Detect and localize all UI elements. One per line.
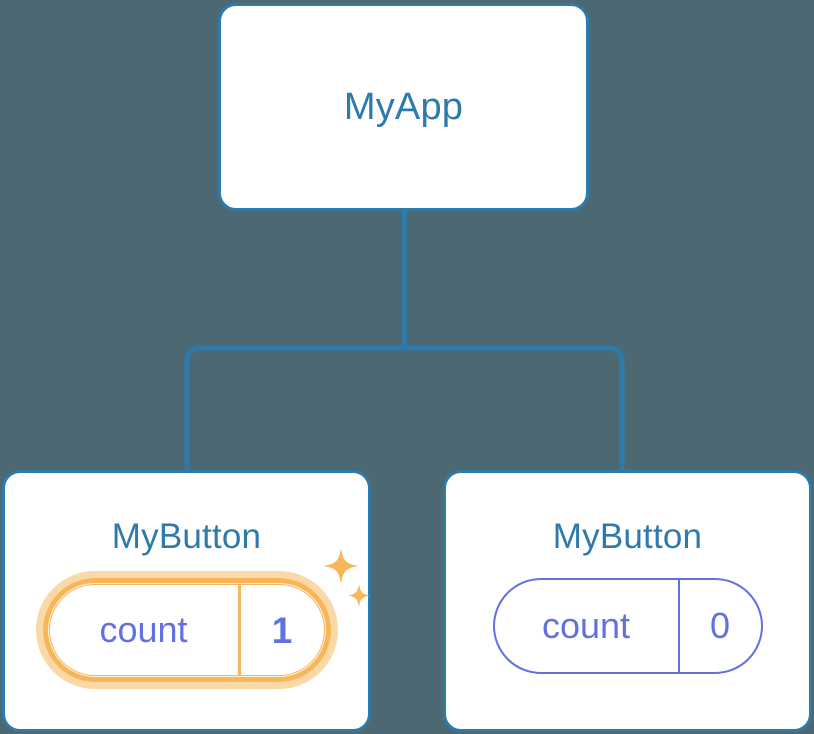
sparkle-large-icon xyxy=(322,548,359,584)
state-pill-2-wrap: count 0 xyxy=(492,578,763,674)
node-myapp[interactable]: MyApp xyxy=(218,3,589,211)
state-pill-2-key: count xyxy=(541,605,631,646)
state-pill-2[interactable]: count 0 xyxy=(492,578,763,674)
node-mybutton-2-title: MyButton xyxy=(552,517,703,556)
state-pill-1-divider xyxy=(237,585,241,675)
state-pill-2-value: 0 xyxy=(709,605,731,646)
node-mybutton-1[interactable]: MyButton count 1 xyxy=(2,470,371,732)
state-pill-1[interactable]: count 1 xyxy=(35,571,338,689)
state-pill-1-key: count xyxy=(99,609,188,650)
sparkle-small-icon xyxy=(347,584,370,607)
node-mybutton-1-title: MyButton xyxy=(111,517,262,556)
connector-child-bus xyxy=(184,345,625,470)
state-pill-1-value: 1 xyxy=(271,609,293,651)
state-pill-1-wrap: count 1 xyxy=(35,548,370,689)
node-mybutton-2[interactable]: MyButton count 0 xyxy=(443,470,812,732)
state-pill-2-divider xyxy=(677,580,680,672)
node-myapp-title: MyApp xyxy=(343,86,464,128)
